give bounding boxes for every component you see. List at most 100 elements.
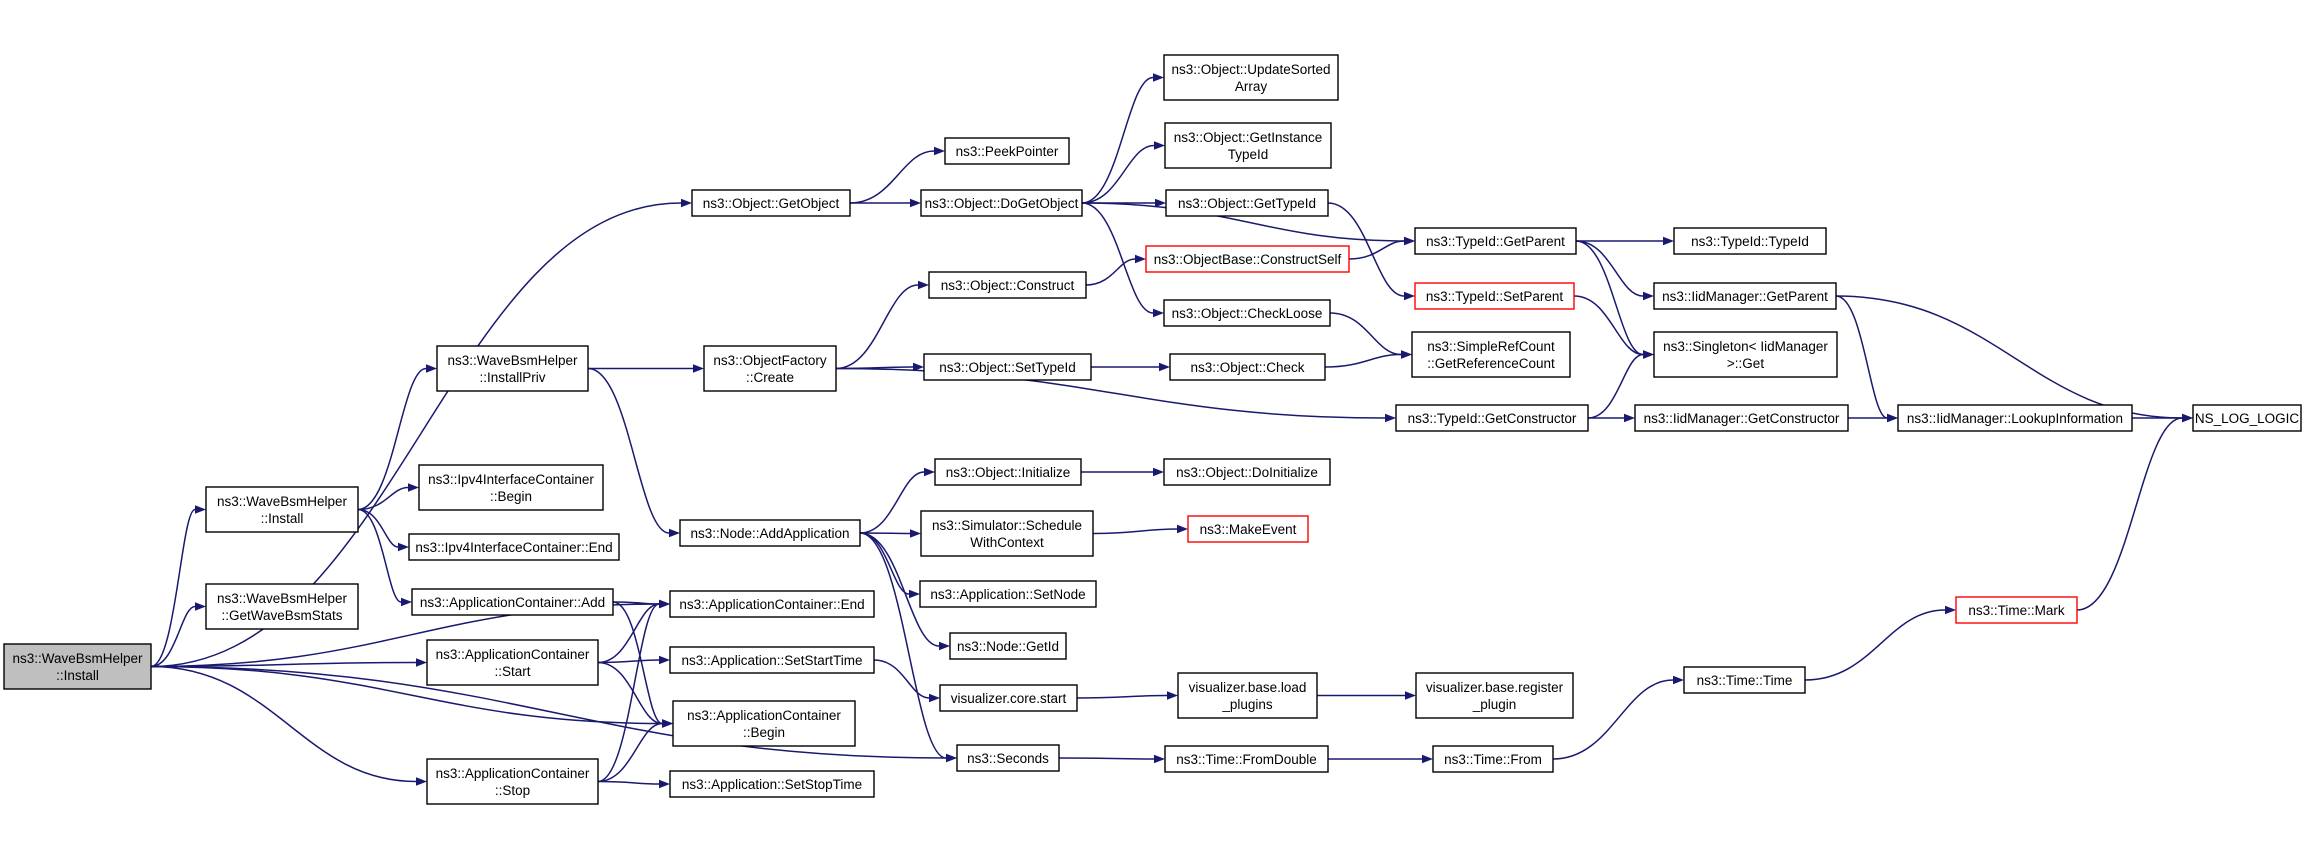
node-label: ns3::Time::Time — [1697, 673, 1793, 688]
node-seconds[interactable]: ns3::Seconds — [956, 744, 1060, 772]
edge-arrowhead — [416, 658, 427, 667]
edge-time_mark-to-ns_log_logic — [2076, 417, 2183, 611]
node-objfactory-create[interactable]: ns3::ObjectFactory::Create — [703, 345, 837, 392]
node-iid-lookup[interactable]: ns3::IidManager::LookupInformation — [1897, 404, 2133, 432]
node-wbh-install[interactable]: ns3::WaveBsmHelper::Install — [205, 486, 359, 533]
node-obj-dogetobject[interactable]: ns3::Object::DoGetObject — [920, 189, 1083, 217]
node-viz-register[interactable]: visualizer.base.register_plugin — [1415, 672, 1574, 719]
node-label: ns3::Time::From — [1444, 752, 1542, 767]
node-box — [1432, 745, 1554, 773]
node-label: ns3::PeekPointer — [956, 144, 1059, 159]
node-ac-start[interactable]: ns3::ApplicationContainer::Start — [426, 639, 599, 686]
node-ipv4-begin[interactable]: ns3::Ipv4InterfaceContainer::Begin — [418, 464, 604, 511]
edge-arrowhead — [662, 719, 673, 728]
edge-root-to-obj_getobject — [150, 202, 682, 668]
node-label: ns3::IidManager::GetParent — [1662, 289, 1828, 304]
node-iid-getparent[interactable]: ns3::IidManager::GetParent — [1653, 282, 1837, 310]
node-wbh-installpriv[interactable]: ns3::WaveBsmHelper::InstallPriv — [436, 345, 589, 392]
node-label: ns3::Object::SetTypeId — [939, 360, 1076, 375]
node-objbase-constructself[interactable]: ns3::ObjectBase::ConstructSelf — [1145, 245, 1350, 273]
node-time-time[interactable]: ns3::Time::Time — [1683, 666, 1806, 694]
node-typeid-getconstructor[interactable]: ns3::TypeId::GetConstructor — [1395, 404, 1589, 432]
node-node-addapp[interactable]: ns3::Node::AddApplication — [679, 519, 861, 547]
node-label: ns3::ApplicationContainer — [436, 647, 590, 662]
node-ac-add[interactable]: ns3::ApplicationContainer::Add — [411, 588, 614, 616]
edge-arrowhead — [918, 280, 929, 290]
node-root[interactable]: ns3::WaveBsmHelper::Install — [3, 643, 152, 690]
node-label: ns3::Ipv4InterfaceContainer — [428, 472, 594, 487]
node-ac-end[interactable]: ns3::ApplicationContainer::End — [669, 590, 875, 618]
node-peekpointer[interactable]: ns3::PeekPointer — [944, 137, 1070, 165]
node-box — [669, 590, 875, 618]
edge-arrowhead — [669, 528, 680, 538]
node-obj-doinit[interactable]: ns3::Object::DoInitialize — [1163, 458, 1331, 486]
edge-wbh_install-to-ipv4_end — [357, 508, 399, 548]
node-box — [426, 639, 599, 686]
node-label: ns3::Object::GetTypeId — [1178, 196, 1316, 211]
node-typeid-typeid[interactable]: ns3::TypeId::TypeId — [1673, 227, 1827, 255]
node-box — [1414, 227, 1577, 255]
node-box — [1683, 666, 1806, 694]
edge-arrowhead — [1643, 350, 1654, 359]
node-label: ns3::Time::FromDouble — [1176, 752, 1317, 767]
node-label: ::Install — [56, 668, 99, 683]
node-label: >::Get — [1727, 356, 1764, 371]
node-typeid-getparent[interactable]: ns3::TypeId::GetParent — [1414, 227, 1577, 255]
node-time-mark[interactable]: ns3::Time::Mark — [1955, 596, 2078, 624]
node-box — [919, 580, 1097, 608]
node-ipv4-end[interactable]: ns3::Ipv4InterfaceContainer::End — [408, 533, 620, 561]
node-box — [411, 588, 614, 616]
edge-ac_start-to-app_setstart — [597, 659, 660, 664]
node-box — [1653, 331, 1838, 378]
node-singleton-get[interactable]: ns3::Singleton< IidManager>::Get — [1653, 331, 1838, 378]
node-simplerefcount[interactable]: ns3::SimpleRefCount::GetReferenceCount — [1411, 331, 1571, 378]
node-node-getid[interactable]: ns3::Node::GetId — [949, 632, 1067, 660]
node-app-setstop[interactable]: ns3::Application::SetStopTime — [669, 770, 875, 798]
node-obj-check[interactable]: ns3::Object::Check — [1169, 353, 1326, 381]
edge-time_from-to-time_time — [1552, 679, 1674, 760]
node-label: ns3::Application::SetNode — [930, 587, 1085, 602]
node-typeid-setparent[interactable]: ns3::TypeId::SetParent — [1414, 282, 1575, 310]
node-box — [939, 684, 1078, 712]
node-label: ns3::Application::SetStartTime — [681, 653, 862, 668]
node-ac-begin[interactable]: ns3::ApplicationContainer::Begin — [672, 700, 856, 747]
node-box — [920, 189, 1083, 217]
node-obj-getobject[interactable]: ns3::Object::GetObject — [691, 189, 851, 217]
node-box — [1187, 515, 1309, 543]
node-label: ns3::Object::CheckLoose — [1172, 306, 1323, 321]
edge-wbh_install-to-ac_add — [357, 508, 402, 603]
node-viz-start[interactable]: visualizer.core.start — [939, 684, 1078, 712]
node-app-setstart[interactable]: ns3::Application::SetStartTime — [669, 646, 875, 674]
node-obj-construct[interactable]: ns3::Object::Construct — [928, 271, 1087, 299]
node-time-from[interactable]: ns3::Time::From — [1432, 745, 1554, 773]
node-box — [418, 464, 604, 511]
edge-arrowhead — [1643, 291, 1654, 301]
node-obj-gettypeid[interactable]: ns3::Object::GetTypeId — [1165, 189, 1329, 217]
node-label: TypeId — [1228, 147, 1269, 162]
node-iid-getconstructor[interactable]: ns3::IidManager::GetConstructor — [1634, 404, 1849, 432]
node-label: ns3::Node::AddApplication — [690, 526, 849, 541]
edge-arrowhead — [910, 529, 921, 538]
node-wbh-getstats[interactable]: ns3::WaveBsmHelper::GetWaveBsmStats — [205, 583, 359, 630]
node-box — [1414, 282, 1575, 310]
node-viz-load[interactable]: visualizer.base.load_plugins — [1177, 672, 1318, 719]
node-ac-stop[interactable]: ns3::ApplicationContainer::Stop — [426, 758, 599, 805]
node-label: ::GetWaveBsmStats — [221, 608, 342, 623]
node-makeevent[interactable]: ns3::MakeEvent — [1187, 515, 1309, 543]
node-obj-initialize[interactable]: ns3::Object::Initialize — [934, 458, 1082, 486]
node-app-setnode[interactable]: ns3::Application::SetNode — [919, 580, 1097, 608]
node-obj-settypeid[interactable]: ns3::Object::SetTypeId — [923, 353, 1092, 381]
node-box — [669, 770, 875, 798]
edge-arrowhead — [946, 753, 957, 763]
edge-obj_construct-to-objbase_constructself — [1085, 258, 1136, 286]
edge-ac_start-to-ac_end — [597, 603, 660, 664]
node-label: ns3::ObjectBase::ConstructSelf — [1154, 252, 1342, 267]
node-label: ns3::ObjectFactory — [713, 353, 827, 368]
node-obj-checkloose[interactable]: ns3::Object::CheckLoose — [1163, 299, 1331, 327]
node-ns-log-logic[interactable]: NS_LOG_LOGIC — [2192, 404, 2302, 432]
node-label: ns3::IidManager::GetConstructor — [1644, 411, 1840, 426]
node-time-fromdouble[interactable]: ns3::Time::FromDouble — [1164, 745, 1329, 773]
